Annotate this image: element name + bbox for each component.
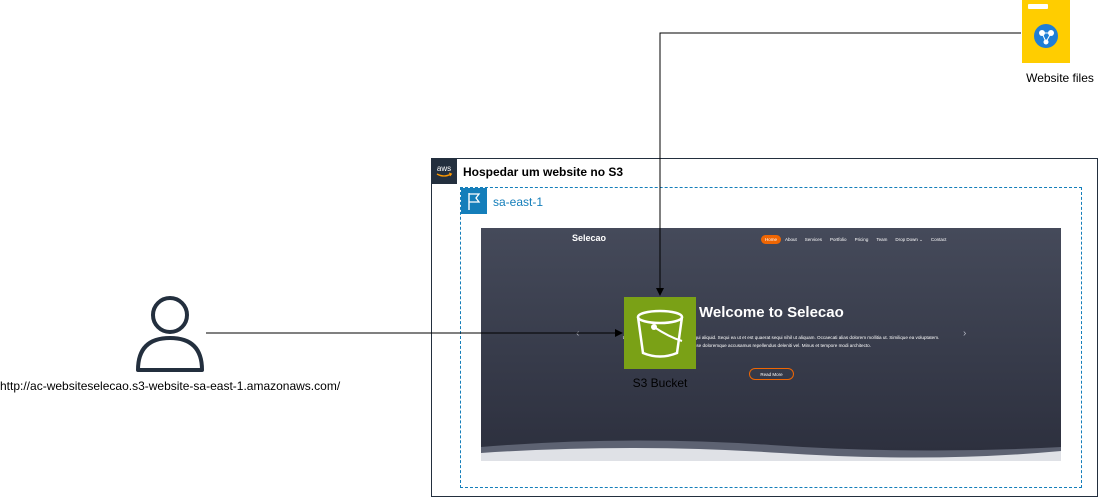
read-more-button[interactable]: Read More [749,368,794,380]
carousel-next-icon[interactable]: › [963,328,967,339]
website-preview: Selecao Home About Services Portfolio Pr… [481,228,1061,461]
folder-icon[interactable] [1022,0,1070,63]
nav-item-contact[interactable]: Contact [930,236,947,242]
nav-item-about[interactable]: About [785,236,797,242]
wave-decoration [481,440,1061,461]
s3-bucket-icon[interactable] [624,297,696,369]
group-title: Hospedar um website no S3 [463,165,624,179]
svg-text:aws: aws [437,164,451,173]
s3-bucket-label: S3 Bucket [632,376,688,390]
nav-item-dropdown[interactable]: Drop Down ⌄ [895,236,923,242]
site-heading: Welcome to Selecao [699,304,844,321]
nav-item-home[interactable]: Home [761,234,782,244]
files-to-s3-connector [656,32,1021,296]
aws-logo-icon: aws [431,158,457,184]
site-paragraph: Ut velit est quam dolor ad a aliquid qui… [622,335,940,348]
nav-item-portfolio[interactable]: Portfolio [830,236,847,242]
site-brand: Selecao [572,233,607,243]
nav-item-pricing[interactable]: Pricing [854,236,869,242]
flag-icon [461,188,487,214]
region-group[interactable] [460,187,1082,488]
nav-item-team[interactable]: Team [876,236,888,242]
website-files-label: Website files [1026,71,1094,85]
user-icon[interactable] [134,295,206,373]
site-nav: Home About Services Portfolio Pricing Te… [761,234,950,244]
region-label: sa-east-1 [493,195,544,209]
nav-item-services[interactable]: Services [804,236,823,242]
aws-cloud-group[interactable] [431,158,1098,497]
website-url-label: http://ac-websiteselecao.s3-website-sa-e… [0,379,341,393]
